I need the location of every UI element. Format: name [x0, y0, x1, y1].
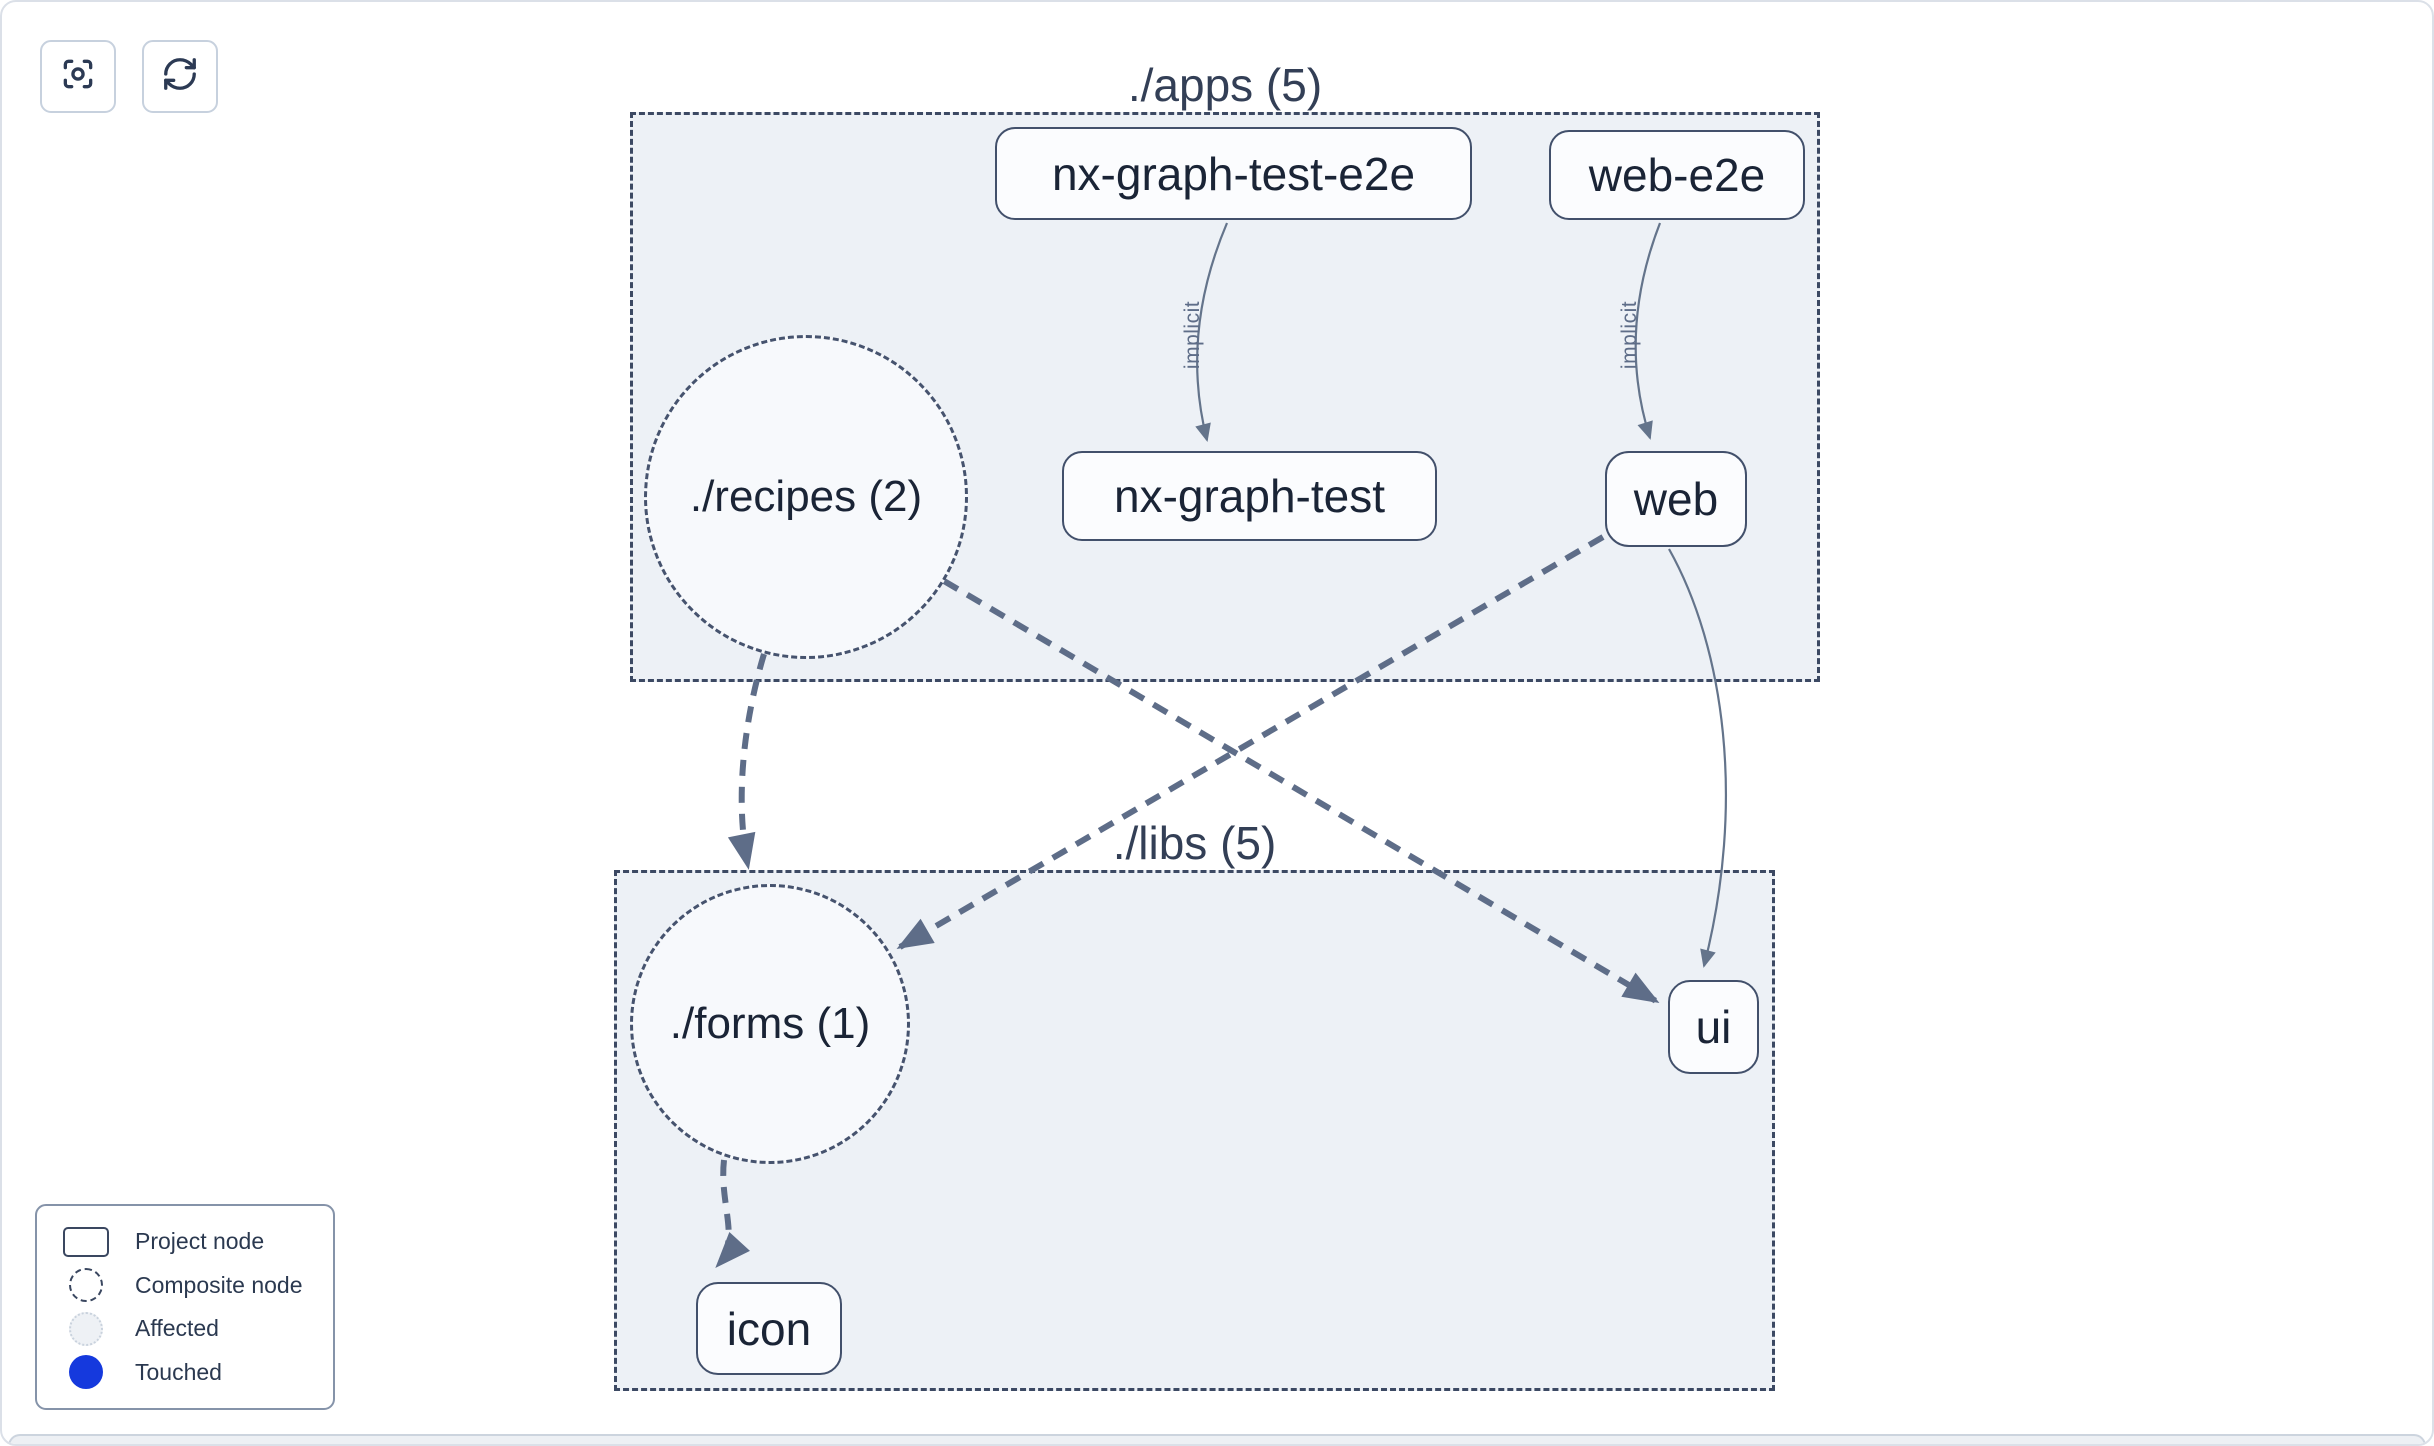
focus-icon [59, 55, 97, 98]
legend-label: Touched [135, 1358, 222, 1385]
edge-recipes-to-ui[interactable] [942, 578, 1660, 1004]
bottom-panel-edge [8, 1434, 2426, 1444]
affected-swatch [69, 1311, 103, 1346]
legend-label: Composite node [135, 1271, 303, 1298]
node-label: nx-graph-test [1113, 470, 1385, 522]
legend-item-touched: Touched [37, 1351, 333, 1395]
node-web-e2e[interactable]: web-e2e [1549, 130, 1805, 220]
edge-forms-to-icon[interactable] [715, 1159, 750, 1268]
edge-label-implicit-2: implicit [1618, 300, 1641, 370]
edge-web-to-ui[interactable] [1668, 548, 1727, 968]
edge-web-e2e-to-web[interactable] [1634, 222, 1662, 440]
node-nx-graph-test-e2e[interactable]: nx-graph-test-e2e [995, 127, 1472, 220]
node-label: ./recipes (2) [689, 472, 923, 521]
node-ui[interactable]: ui [1668, 980, 1759, 1074]
graph-toolbar [40, 40, 218, 113]
cluster-apps-label: ./apps (5) [1127, 59, 1323, 111]
node-label: icon [726, 1302, 812, 1355]
refresh-graph-button[interactable] [142, 40, 218, 113]
project-node-swatch [63, 1226, 109, 1257]
edge-nx-graph-test-e2e-to-nx-graph-test[interactable] [1195, 222, 1229, 442]
node-composite-forms[interactable]: ./forms (1) [630, 884, 910, 1164]
legend-item-affected: Affected [37, 1307, 333, 1351]
node-composite-recipes[interactable]: ./recipes (2) [644, 335, 968, 659]
node-label: ui [1695, 1001, 1732, 1053]
legend-item-composite-node: Composite node [37, 1264, 333, 1308]
node-label: nx-graph-test-e2e [1051, 147, 1416, 200]
refresh-icon [161, 55, 199, 98]
node-nx-graph-test[interactable]: nx-graph-test [1062, 451, 1437, 541]
center-graph-button[interactable] [40, 40, 116, 113]
node-label: web-e2e [1588, 149, 1766, 201]
touched-swatch [69, 1355, 103, 1390]
legend-item-project-node: Project node [37, 1220, 333, 1264]
edge-recipes-to-forms[interactable] [727, 653, 767, 870]
node-icon[interactable]: icon [696, 1282, 842, 1375]
node-web[interactable]: web [1605, 451, 1747, 547]
edge-label-implicit-1: implicit [1181, 300, 1204, 370]
legend-label: Affected [135, 1315, 219, 1342]
cluster-libs-label: ./libs (5) [1112, 817, 1277, 869]
legend-label: Project node [135, 1228, 265, 1255]
composite-node-swatch [69, 1268, 103, 1303]
node-label: ./forms (1) [669, 999, 871, 1048]
node-label: web [1633, 473, 1719, 525]
edge-web-to-forms[interactable] [896, 534, 1605, 950]
legend-panel: Project node Composite node Affected Tou… [35, 1204, 335, 1410]
